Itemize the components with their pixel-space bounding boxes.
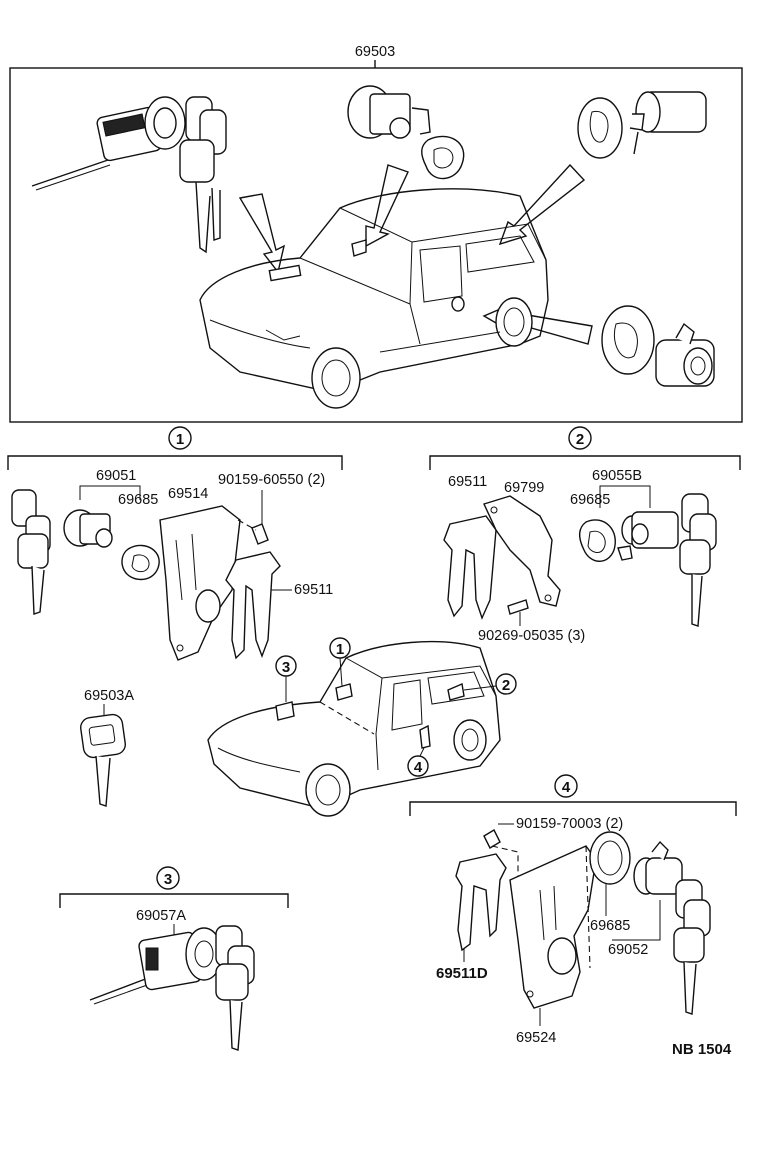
label-69514: 69514 bbox=[168, 486, 208, 502]
back-door-lock-illustration bbox=[577, 91, 707, 159]
label-69685-g1: 69685 bbox=[118, 492, 158, 508]
label-90269-05035: 90269-05035 (3) bbox=[478, 628, 585, 644]
label-90159-60550: 90159-60550 (2) bbox=[218, 472, 325, 488]
door-lock-illustration bbox=[601, 305, 715, 387]
car-outline-center: 1 3 2 4 bbox=[207, 637, 517, 817]
callout-center-2 bbox=[495, 673, 517, 695]
arrow-ignition bbox=[238, 193, 286, 274]
label-69503: 69503 bbox=[355, 44, 395, 60]
group-1: 1 69051 69685 69514 90159-60550 (2) 6951… bbox=[7, 426, 343, 661]
ignition-lock-illustration bbox=[31, 96, 227, 254]
callout-3-text: 3 bbox=[164, 871, 172, 888]
label-69057A: 69057A bbox=[136, 908, 186, 924]
label-69685-g4: 69685 bbox=[590, 918, 630, 934]
label-69055B: 69055B bbox=[592, 468, 642, 484]
callout-center-3-text: 3 bbox=[282, 659, 290, 676]
callout-4-text: 4 bbox=[562, 779, 571, 796]
diagram-id: NB 1504 bbox=[672, 1041, 732, 1058]
label-69685-g2: 69685 bbox=[570, 492, 610, 508]
key-blank-group: 69503A bbox=[80, 688, 134, 807]
callout-1 bbox=[168, 426, 192, 450]
callout-center-2-text: 2 bbox=[502, 677, 510, 694]
label-69503A: 69503A bbox=[84, 688, 134, 704]
callout-2 bbox=[568, 426, 592, 450]
callout-1-text: 1 bbox=[176, 431, 184, 448]
label-69524: 69524 bbox=[516, 1030, 556, 1046]
group-3: 3 69057A bbox=[59, 866, 289, 1051]
arrow-glovebox bbox=[365, 164, 409, 248]
callout-2-text: 2 bbox=[576, 431, 584, 448]
label-69511D: 69511D bbox=[436, 965, 488, 982]
label-90159-70003: 90159-70003 (2) bbox=[516, 816, 623, 832]
group-4: 4 90159-70003 (2) 69511D 69685 69052 695… bbox=[409, 774, 737, 1046]
callout-center-1-text: 1 bbox=[336, 641, 344, 658]
label-69511-g2: 69511 bbox=[448, 474, 487, 490]
callout-center-4 bbox=[407, 755, 429, 777]
label-69052: 69052 bbox=[608, 942, 648, 958]
label-69051: 69051 bbox=[96, 468, 136, 484]
arrow-back-door bbox=[498, 163, 586, 246]
label-69799: 69799 bbox=[504, 480, 544, 496]
top-assembly-frame bbox=[9, 67, 743, 423]
callout-center-4-text: 4 bbox=[414, 759, 423, 776]
callout-3 bbox=[156, 866, 180, 890]
group-2: 2 69511 69799 69055B 69685 90269-05035 (… bbox=[429, 426, 741, 644]
label-69511-g1: 69511 bbox=[294, 582, 333, 598]
callout-4 bbox=[554, 774, 578, 798]
car-outline-top bbox=[199, 188, 549, 409]
top-assembly-group: 69503 bbox=[9, 44, 743, 423]
glovebox-lock-illustration bbox=[347, 85, 465, 180]
